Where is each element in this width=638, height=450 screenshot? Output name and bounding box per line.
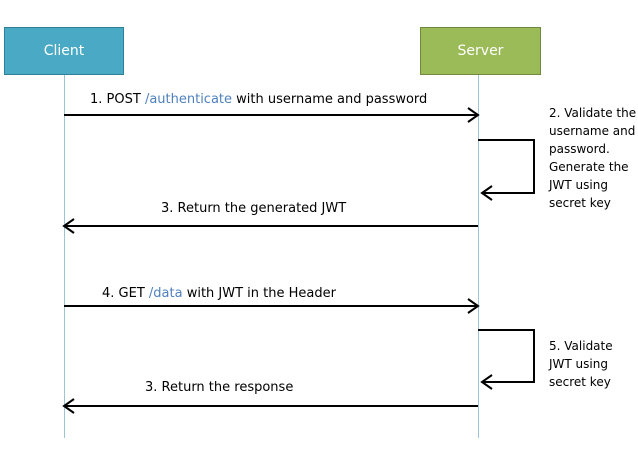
server-actor-box: Server bbox=[420, 27, 541, 75]
note-line: secret key bbox=[549, 196, 611, 210]
note-line: secret key bbox=[549, 375, 611, 389]
client-label: Client bbox=[43, 43, 85, 59]
message-arrow-2 bbox=[62, 218, 478, 234]
message-arrow-4 bbox=[62, 398, 478, 414]
message-label-3: 4. GET /data with JWT in the Header bbox=[102, 286, 336, 301]
note-line: 5. Validate bbox=[549, 339, 613, 353]
self-arrow-validate-credentials bbox=[478, 139, 535, 201]
message-arrow-1 bbox=[64, 107, 480, 123]
note-validate-jwt: 5. Validate JWT using secret key bbox=[549, 337, 613, 391]
server-label: Server bbox=[457, 43, 504, 59]
note-line: JWT using bbox=[549, 357, 608, 371]
message-label-4: 3. Return the response bbox=[145, 380, 294, 395]
message-1-prefix: 1. POST bbox=[90, 92, 145, 107]
message-label-1: 1. POST /authenticate with username and … bbox=[90, 92, 427, 107]
note-line: password. bbox=[549, 142, 610, 156]
note-line: 2. Validate the bbox=[549, 106, 637, 120]
note-line: Generate the bbox=[549, 160, 629, 174]
message-1-endpoint: /authenticate bbox=[144, 92, 233, 107]
note-validate-credentials: 2. Validate the username and password. G… bbox=[549, 104, 636, 212]
server-lifeline bbox=[478, 75, 479, 438]
message-1-suffix: with username and password bbox=[232, 92, 428, 107]
self-arrow-validate-jwt bbox=[478, 329, 535, 390]
message-label-2: 3. Return the generated JWT bbox=[161, 201, 347, 216]
message-3-prefix: 4. GET bbox=[102, 286, 149, 301]
client-lifeline bbox=[64, 75, 65, 438]
note-line: username and bbox=[549, 124, 636, 138]
message-arrow-3 bbox=[64, 298, 480, 314]
client-actor-box: Client bbox=[4, 27, 124, 75]
note-line: JWT using bbox=[549, 178, 608, 192]
message-3-suffix: with JWT in the Header bbox=[182, 286, 336, 301]
message-3-endpoint: /data bbox=[148, 286, 183, 301]
